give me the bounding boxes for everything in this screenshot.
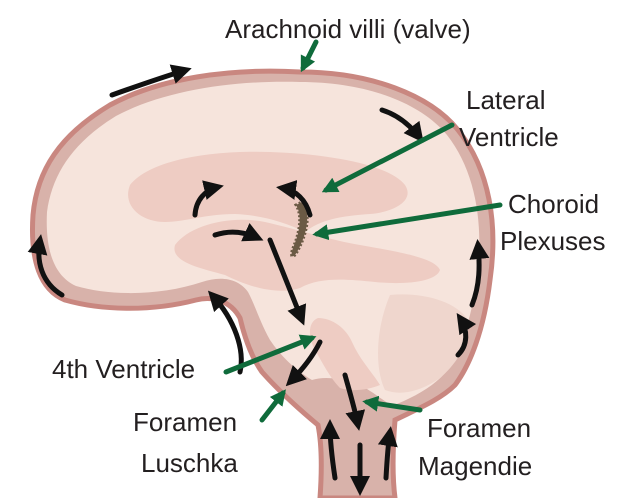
label-choroid-line1: Choroid xyxy=(508,189,599,219)
label-lateral-ventricle-line2: Ventricle xyxy=(459,122,559,152)
label-choroid-line2: Plexuses xyxy=(500,226,606,256)
label-fourth-ventricle: 4th Ventricle xyxy=(52,354,195,384)
label-foramen-magendie-line1: Foramen xyxy=(427,413,531,443)
pointer-luschka xyxy=(262,393,283,420)
label-foramen-luschka-line2: Luschka xyxy=(141,448,238,478)
label-lateral-ventricle-line1: Lateral xyxy=(466,85,546,115)
label-foramen-luschka-line1: Foramen xyxy=(133,407,237,437)
label-arachnoid-villi: Arachnoid villi (valve) xyxy=(225,14,471,44)
label-foramen-magendie-line2: Magendie xyxy=(418,451,532,481)
pointer-arachnoid xyxy=(303,42,316,68)
